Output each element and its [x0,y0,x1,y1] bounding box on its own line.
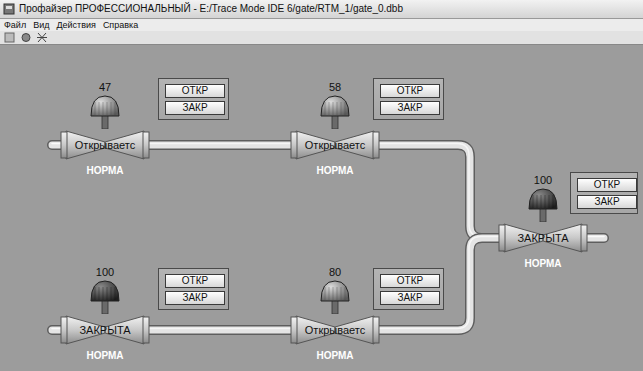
command-button: ЗАКР [165,101,225,115]
valve-actuator [525,187,561,222]
valve: 47ОткрываетсНОРМА [60,80,150,177]
valve-status: Открываетс [290,313,380,347]
valve-status: Открываетс [60,128,150,162]
command-button: ЗАКР [380,101,440,115]
button-label: ЗАКР [166,102,224,114]
valve-alarm-state: НОРМА [290,165,380,177]
command-button: ОТКР [165,84,225,98]
valve-actuator [87,94,123,129]
button-label: ОТКР [166,85,224,97]
valve-position: 47 [60,80,150,94]
command-button: ОТКР [380,84,440,98]
button-label: ОТКР [381,275,439,287]
valve-alarm-state: НОРМА [290,350,380,362]
toolbar-icons [4,32,64,43]
button-label: ОТКР [166,275,224,287]
menu-item: Вид [33,19,49,31]
pipe [147,144,292,146]
command-button: ЗАКР [380,291,440,305]
command-button: ЗАКР [577,195,637,209]
valve-alarm-state: НОРМА [498,258,588,270]
button-label: ЗАКР [166,292,224,304]
pipe [147,329,292,331]
valve-actuator [87,279,123,314]
valve-position: 58 [290,80,380,94]
command-button: ОТКР [165,274,225,288]
toolbar [0,31,643,45]
valve-position: 100 [498,173,588,187]
valve-position: 80 [290,265,380,279]
valve: 100ЗАКРЫТА НОРМА [60,265,150,362]
app-icon [3,3,15,15]
command-button: ЗАКР [165,291,225,305]
button-panels [159,79,638,310]
pipe [377,144,500,239]
valve-actuator [317,279,353,314]
valve-status: ЗАКРЫТА [60,313,150,347]
window-title: Профайзер ПРОФЕССИОНАЛЬНЫЙ - E:/Trace Mo… [19,3,403,15]
command-button: ОТКР [577,178,637,192]
menu-item: Файл [4,19,26,31]
valve-actuator [317,94,353,129]
button-label: ОТКР [578,179,636,191]
valve: 100ЗАКРЫТА НОРМА [498,173,588,270]
command-button: ОТКР [380,274,440,288]
menu-bar: Файл Вид Действия Справка [0,19,643,31]
valve: 80ОткрываетсНОРМА [290,265,380,362]
valve-status: Открываетс [290,128,380,162]
valve-alarm-state: НОРМА [60,350,150,362]
button-label: ЗАКР [578,196,636,208]
valve-position: 100 [60,265,150,279]
menu-item: Действия [56,19,95,31]
title-bar: Профайзер ПРОФЕССИОНАЛЬНЫЙ - E:/Trace Mo… [0,0,643,19]
button-label: ЗАКР [381,292,439,304]
button-label: ОТКР [381,85,439,97]
button-label: ЗАКР [381,102,439,114]
menu-item: Справка [103,19,138,31]
valve-status: ЗАКРЫТА [498,221,588,255]
valve-alarm-state: НОРМА [60,165,150,177]
pipe-stubs [52,144,604,331]
valve: 58ОткрываетсНОРМА [290,80,380,177]
pipe [377,237,500,331]
